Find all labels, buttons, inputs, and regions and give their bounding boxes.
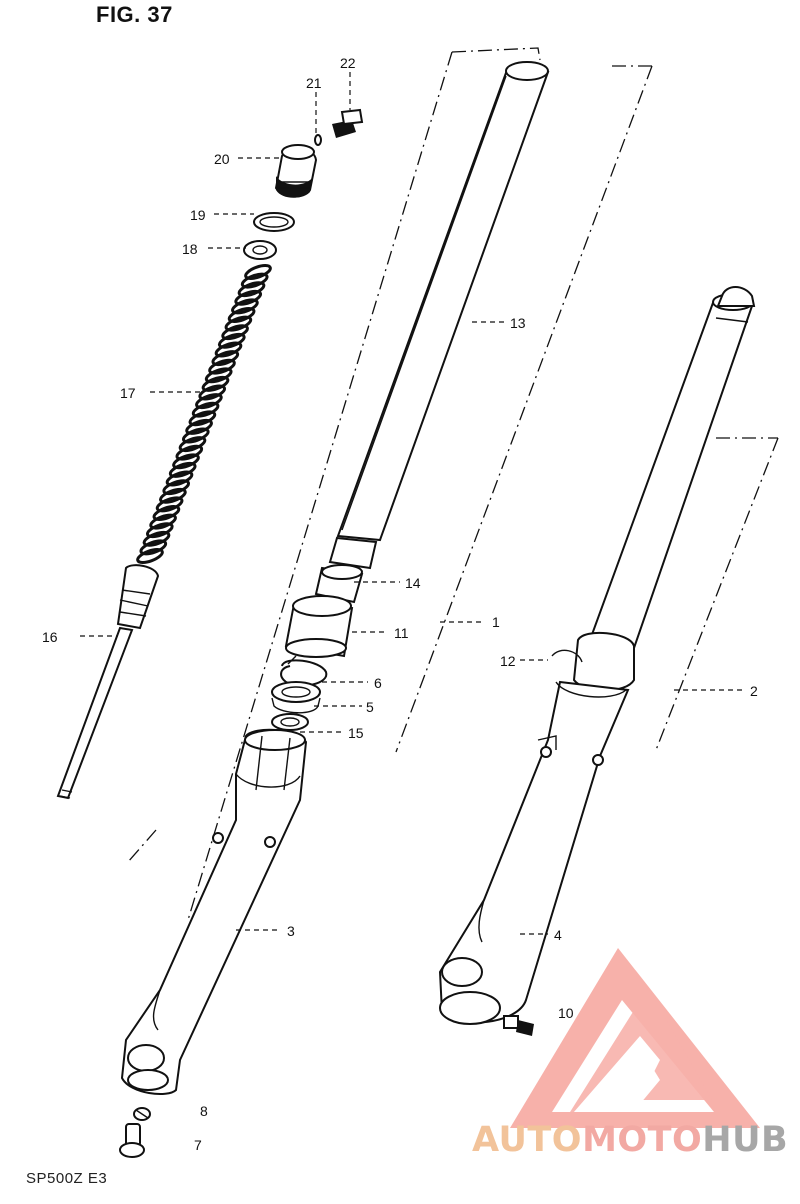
spring-coil <box>198 384 227 401</box>
spring-coil <box>221 324 249 341</box>
callout-8: 8 <box>200 1103 208 1119</box>
watermark-hub: HUB <box>702 1120 789 1160</box>
axle-bolt-7 <box>119 1123 145 1158</box>
spring-coil <box>214 341 243 358</box>
spring-coil <box>244 264 272 280</box>
callout-18: 18 <box>182 241 198 257</box>
spring-coil <box>191 401 220 418</box>
spring-coil <box>208 358 236 375</box>
washer-15 <box>271 713 309 731</box>
callout-12: 12 <box>500 653 516 669</box>
watermark-moto: MOTO <box>582 1120 703 1160</box>
spring-coil <box>142 530 171 547</box>
right-assembly-bracket <box>655 437 779 751</box>
spring-coil <box>175 444 204 461</box>
watermark-auto: AUTO <box>472 1120 583 1160</box>
cap-bolt-20 <box>274 144 318 198</box>
callout-17: 17 <box>120 385 136 401</box>
callout-15: 15 <box>348 725 364 741</box>
spring-coil <box>178 436 207 453</box>
spring-coil <box>231 298 259 315</box>
spring-coil <box>162 479 191 496</box>
watermark-logo <box>510 948 760 1128</box>
callout-22: 22 <box>340 55 356 71</box>
spring-coil <box>168 461 197 478</box>
bushing-14 <box>314 536 378 604</box>
spring-coil <box>159 487 187 504</box>
spring-coil <box>188 410 217 427</box>
dust-seal-11 <box>284 595 354 658</box>
callout-21: 21 <box>306 75 322 91</box>
spring-coil <box>211 350 240 367</box>
leader-lines <box>80 72 744 935</box>
spring-coil <box>204 367 233 384</box>
o-ring-19 <box>253 212 295 232</box>
spring-coil <box>201 375 230 392</box>
spring-coil <box>195 393 223 410</box>
callout-10: 10 <box>558 1005 574 1021</box>
callout-2: 2 <box>750 683 758 699</box>
air-valve-22 <box>332 108 364 138</box>
inner-tube-13 <box>336 61 550 542</box>
spring-coil <box>165 470 194 487</box>
bolt-10 <box>503 1015 534 1036</box>
callout-19: 19 <box>190 207 206 223</box>
assembled-fork-right <box>438 286 756 1025</box>
spring-coil <box>224 315 253 332</box>
model-code: SP500Z E3 <box>26 1170 108 1187</box>
callout-3: 3 <box>287 923 295 939</box>
damper-rod-16 <box>56 564 160 800</box>
drain-bolt-8 <box>133 1107 151 1121</box>
callout-11: 11 <box>394 625 409 641</box>
callout-4: 4 <box>554 927 562 943</box>
o-ring-21 <box>314 134 322 146</box>
callout-14: 14 <box>405 575 421 591</box>
callout-13: 13 <box>510 315 526 331</box>
spring-coil <box>217 332 246 349</box>
spring-coil <box>234 289 263 306</box>
callout-16: 16 <box>42 629 58 645</box>
outer-tube-left <box>120 728 308 1095</box>
spring-coil <box>227 307 256 323</box>
callout-7: 7 <box>194 1137 202 1153</box>
spring-coil <box>149 513 177 530</box>
callout-1: 1 <box>492 614 500 630</box>
spring-coil <box>237 281 266 298</box>
spring-coil <box>136 548 164 564</box>
callout-20: 20 <box>214 151 230 167</box>
figure-title: FIG. 37 <box>96 2 173 27</box>
watermark-text: AUTOMOTOHUB <box>472 1120 788 1160</box>
circlip-6 <box>280 655 328 687</box>
callout-6: 6 <box>374 675 382 691</box>
spring-coil <box>139 539 168 556</box>
spring-coil <box>155 496 184 513</box>
spring-coil <box>152 505 181 521</box>
spring-coil <box>172 453 200 470</box>
callout-labels: 13 14 1 11 6 5 15 2 12 16 17 18 19 20 21… <box>42 55 758 1153</box>
spring-coil <box>181 427 210 444</box>
spring-seat-18 <box>243 240 277 260</box>
spring-coil <box>185 418 213 435</box>
spring-coil <box>240 272 269 289</box>
oil-seal-5 <box>271 681 321 714</box>
left-assembly-bracket <box>127 47 653 921</box>
fork-spring-17 <box>136 264 272 564</box>
spring-coil <box>145 522 174 539</box>
callout-5: 5 <box>366 699 374 715</box>
